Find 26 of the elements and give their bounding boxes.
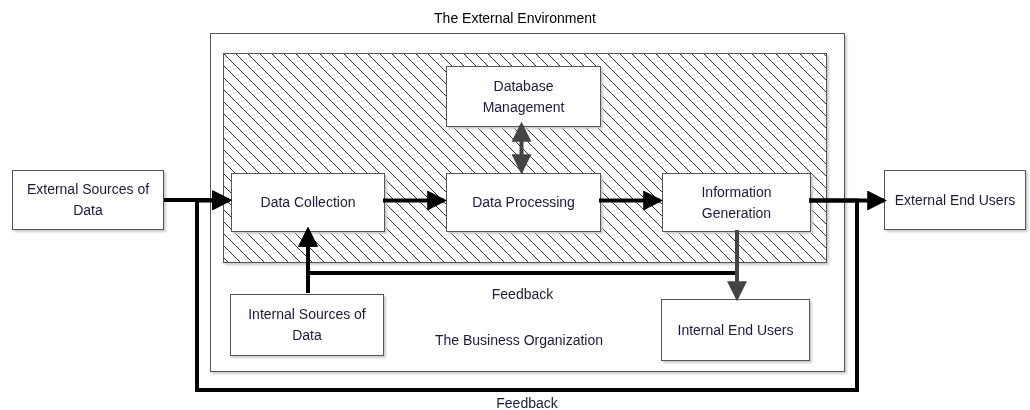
process-box: [661, 299, 810, 361]
box-label: External End Users: [894, 190, 1016, 210]
region-label: The Business Organization: [433, 331, 605, 350]
environment-label: The External Environment: [433, 9, 597, 28]
process-box: [446, 66, 601, 127]
hatched-region: [223, 53, 827, 263]
process-box: [230, 294, 384, 356]
box-label: Data Collection: [260, 193, 356, 212]
arrow: [195, 190, 859, 392]
arrow: [599, 190, 664, 211]
process-box: [231, 173, 385, 232]
box-label: Information Generation: [700, 182, 773, 223]
process-box: [884, 170, 1026, 230]
process-box: [12, 170, 164, 230]
arrow: [727, 230, 747, 302]
process-box: [662, 173, 811, 232]
box-label: External Sources of Data: [25, 180, 151, 220]
arrow: [383, 190, 448, 211]
box-label: Internal Sources of Data: [247, 305, 367, 345]
organization-boundary: [210, 33, 845, 372]
box-label: Data Processing: [472, 193, 575, 212]
process-box: [446, 173, 601, 232]
box-label: Internal End Users: [677, 320, 794, 340]
arrow: [298, 226, 318, 293]
box-label: Database Management: [481, 76, 566, 117]
arrow: [511, 121, 532, 175]
